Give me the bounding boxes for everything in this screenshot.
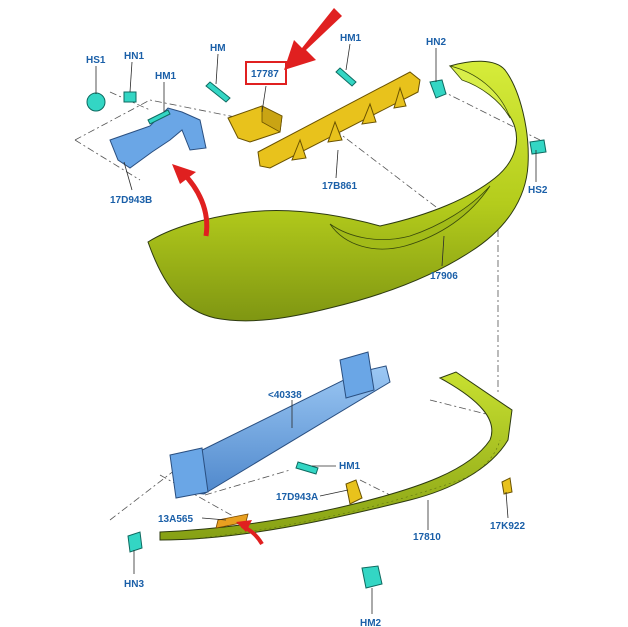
label-hm1-right: HM1 bbox=[340, 33, 362, 44]
label-hm2: HM2 bbox=[360, 618, 382, 627]
label-hn1-top: HN1 bbox=[124, 51, 144, 62]
label-hm-top: HM bbox=[210, 43, 226, 54]
nut-hn1-icon bbox=[123, 91, 137, 103]
screw-hs2-icon bbox=[529, 139, 547, 155]
highlight-box-17787 bbox=[245, 61, 287, 85]
clip-17k922 bbox=[501, 477, 513, 495]
impact-beam-40338 bbox=[169, 351, 391, 499]
label-40338: <40338 bbox=[268, 390, 302, 401]
fasteners bbox=[86, 67, 547, 589]
bolt-hm1-lower-icon bbox=[295, 461, 319, 475]
pointer-arrow-17787-icon bbox=[284, 8, 342, 70]
clip-hn2-icon bbox=[429, 79, 447, 99]
leader-lines bbox=[95, 43, 537, 614]
label-hn3: HN3 bbox=[124, 579, 144, 590]
side-bracket-17d943b bbox=[109, 107, 207, 169]
lower-valance-17810 bbox=[159, 371, 513, 541]
label-17810: 17810 bbox=[413, 532, 441, 543]
clip-hm2-icon bbox=[361, 565, 383, 589]
highlight-arrows bbox=[172, 8, 342, 546]
bolt-hm1-right-icon bbox=[335, 67, 357, 87]
label-hn2: HN2 bbox=[426, 37, 446, 48]
part-labels: HS1 HN1 HM1 HM 17787 HM1 HN2 17D943B 17B… bbox=[86, 33, 548, 627]
label-17787: 17787 bbox=[251, 69, 279, 80]
bolt-hm-top-icon bbox=[205, 81, 231, 103]
label-hs1: HS1 bbox=[86, 55, 106, 66]
bracket-17d943a bbox=[345, 479, 363, 505]
label-17906: 17906 bbox=[430, 271, 458, 282]
clip-hn3-icon bbox=[127, 531, 143, 553]
label-hs2: HS2 bbox=[528, 185, 548, 196]
label-13a565: 13A565 bbox=[158, 514, 193, 525]
label-hm1-lower: HM1 bbox=[339, 461, 361, 472]
bumper-cover-17906 bbox=[147, 60, 529, 322]
bracket-17787 bbox=[227, 105, 283, 143]
label-17k922: 17K922 bbox=[490, 521, 525, 532]
label-17d943b: 17D943B bbox=[110, 195, 152, 206]
screw-hs1-icon bbox=[86, 92, 106, 112]
label-17b861: 17B861 bbox=[322, 181, 357, 192]
label-hm1-bracket: HM1 bbox=[155, 71, 177, 82]
label-17d943a: 17D943A bbox=[276, 492, 318, 503]
upper-bracket-17b861 bbox=[257, 71, 421, 169]
bolt-hm1-bracket-icon bbox=[147, 109, 171, 125]
